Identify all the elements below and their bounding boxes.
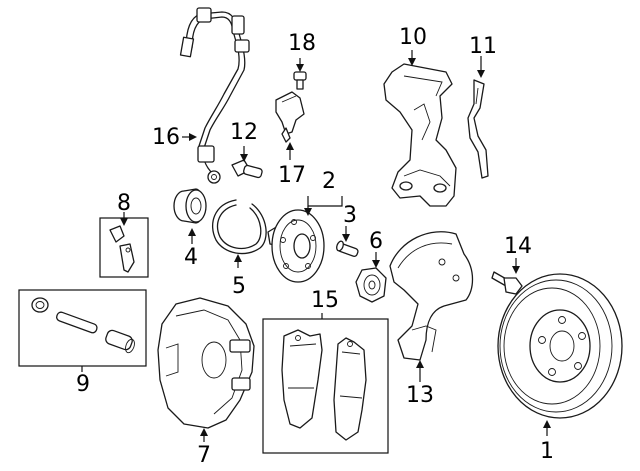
- guide-pin-kit-8-part: [109, 225, 135, 273]
- dust-shield-part: [389, 231, 474, 361]
- callout-9: 9: [76, 372, 90, 397]
- callout-3: 3: [343, 203, 357, 228]
- bolt-18-part: [293, 71, 307, 90]
- anti-rattle-clip-part: [467, 79, 489, 179]
- brake-pads-part: [281, 329, 367, 441]
- callout-5: 5: [232, 274, 246, 299]
- brake-pad-kit-box: [262, 318, 389, 454]
- callout-2: 2: [322, 169, 336, 194]
- callout-15: 15: [311, 288, 339, 313]
- callout-6: 6: [369, 229, 383, 254]
- wheel-bearing-part: [173, 188, 207, 224]
- callout-10: 10: [399, 25, 427, 50]
- caliper-bracket-part: [383, 63, 457, 207]
- hub-nut-part: [355, 267, 387, 303]
- callout-11: 11: [469, 34, 497, 59]
- callout-13: 13: [406, 383, 434, 408]
- callout-17: 17: [278, 163, 306, 188]
- callout-12: 12: [230, 120, 258, 145]
- callout-4: 4: [184, 245, 198, 270]
- callout-14: 14: [504, 234, 532, 259]
- bolt-12-part: [231, 159, 263, 179]
- callout-7: 7: [197, 443, 211, 468]
- brake-caliper-part: [157, 297, 255, 429]
- callout-18: 18: [288, 31, 316, 56]
- wheel-stud-part: [336, 240, 359, 257]
- bolt-14-part: [491, 271, 523, 295]
- leader-lines: [81, 50, 551, 442]
- brake-rotor-part: [497, 273, 623, 419]
- guide-pin-set-9-part: [31, 297, 135, 354]
- brake-hose-part: [179, 7, 250, 184]
- callout-8: 8: [117, 191, 131, 216]
- callout-1: 1: [540, 439, 554, 464]
- wheel-speed-sensor-part: [275, 91, 305, 143]
- wheel-hub-part: [267, 209, 325, 283]
- retaining-ring-part: [212, 199, 267, 255]
- callout-16: 16: [152, 125, 180, 150]
